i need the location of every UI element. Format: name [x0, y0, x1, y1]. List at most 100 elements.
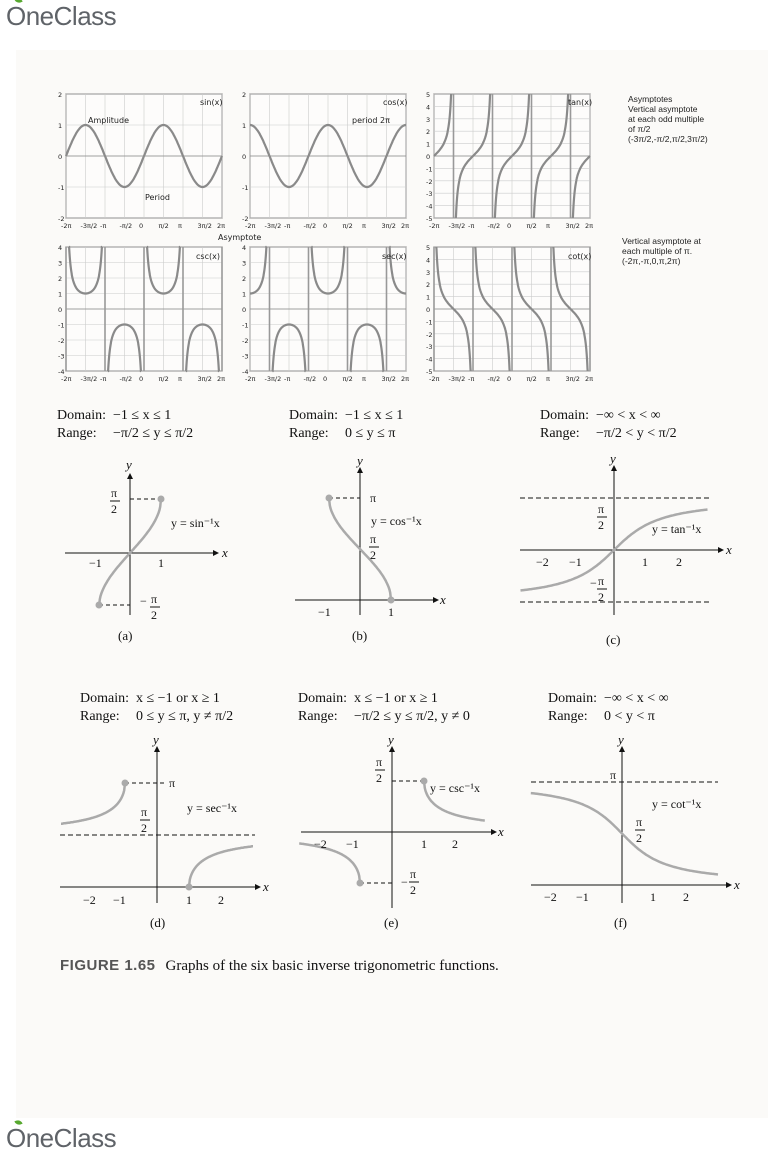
svg-text:π: π [370, 532, 376, 546]
tick-label: π [546, 222, 550, 230]
svg-text:1: 1 [186, 893, 192, 907]
domain-value: −1 ≤ x ≤ 1 [345, 408, 404, 423]
arcsec-curve-left [61, 782, 127, 825]
tick-label: -2π [245, 375, 255, 383]
tick-label: 0 [507, 222, 511, 230]
tick-label: 2π [401, 375, 409, 383]
tick-label: π [362, 222, 366, 230]
svg-text:−1: −1 [346, 837, 359, 851]
svg-text:π: π [598, 502, 604, 516]
svg-text:2: 2 [683, 890, 689, 904]
dr-a: Domain:−1 ≤ x ≤ 1 Range:−π/2 ≤ y ≤ π/2 [57, 407, 193, 443]
tick-label: 0 [139, 375, 143, 383]
tick-label: 2 [426, 281, 430, 289]
svg-text:−: − [401, 875, 408, 889]
tick-label: -3 [426, 190, 432, 198]
tick-label: 0 [242, 306, 246, 314]
range-value: 0 ≤ y ≤ π [345, 426, 396, 441]
range-value: −π/2 < y < π/2 [596, 426, 677, 441]
arcsec-label: y = sec⁻¹x [187, 801, 237, 815]
tick-label: -2π [429, 375, 439, 383]
tick-label: -π [100, 375, 106, 383]
tick-label: -2 [58, 337, 64, 345]
svg-text:−1: −1 [576, 890, 589, 904]
tick-label: -3 [426, 343, 432, 351]
tick-label: 3π/2 [382, 222, 396, 230]
scanned-page [16, 50, 768, 1118]
dr-d: Domain:x ≤ −1 or x ≥ 1 Range:0 ≤ y ≤ π, … [80, 690, 233, 726]
caption-f: (f) [614, 915, 627, 930]
caption-a: (a) [118, 628, 133, 643]
svg-text:x: x [439, 592, 446, 607]
cos-label: cos(x) [383, 98, 408, 107]
tick-label: -2 [242, 215, 248, 223]
tick-label: -π/2 [120, 222, 133, 230]
figure-number: FIGURE 1.65 [60, 957, 156, 974]
range-value: 0 < y < π [604, 709, 655, 724]
tick-label: -3π/2 [449, 222, 466, 230]
arccot-curve [530, 791, 719, 876]
tick-label: π/2 [527, 222, 537, 230]
arctan-curve [520, 508, 708, 592]
endpoint-dot [95, 601, 103, 609]
domain-value: −∞ < x < ∞ [596, 408, 661, 423]
svg-text:2: 2 [151, 608, 157, 622]
domain-label: Domain: [289, 408, 338, 423]
svg-text:2: 2 [636, 831, 642, 845]
tick-label: 5 [426, 245, 430, 252]
svg-text:2: 2 [598, 518, 604, 532]
tick-label: -1 [58, 184, 64, 192]
dr-f: Domain:−∞ < x < ∞ Range:0 < y < π [548, 690, 669, 726]
svg-text:π: π [410, 867, 416, 881]
tick-label: -2 [242, 337, 248, 345]
tick-label: π [362, 375, 366, 383]
domain-value: x ≤ −1 or x ≥ 1 [136, 691, 220, 706]
tick-label: π/2 [343, 375, 353, 383]
tick-label: 2π [217, 222, 225, 230]
svg-text:π: π [151, 592, 157, 606]
range-value: −π/2 ≤ y ≤ π/2 [113, 426, 194, 441]
tick-label: 0 [242, 153, 246, 161]
tick-label: π/2 [527, 375, 537, 383]
tick-label: 1 [58, 122, 62, 130]
tick-label: -3 [242, 353, 248, 361]
domain-label: Domain: [298, 691, 347, 706]
domain-label: Domain: [548, 691, 597, 706]
tick-label: π [546, 375, 550, 383]
tick-label: 0 [323, 222, 327, 230]
tick-label: 2π [217, 375, 225, 383]
svg-text:π: π [141, 805, 147, 819]
function-curve [68, 245, 220, 373]
svg-text:1: 1 [642, 555, 648, 569]
tick-label: 3 [426, 269, 430, 277]
caption-b: (b) [352, 628, 368, 643]
range-label: Range: [57, 426, 97, 441]
tan-label: tan(x) [568, 98, 593, 107]
tick-label: -4 [242, 368, 248, 376]
range-label: Range: [540, 426, 580, 441]
tick-label: 0 [323, 375, 327, 383]
tick-label: -π [468, 375, 474, 383]
svg-text:−2: −2 [544, 890, 557, 904]
tick-label: -1 [242, 322, 248, 330]
svg-text:y: y [124, 457, 132, 472]
tick-label: 3 [242, 260, 246, 268]
y-arrow [127, 473, 133, 479]
svg-text:y: y [386, 738, 394, 747]
svg-text:−2: −2 [314, 837, 327, 851]
tick-label: -π [100, 222, 106, 230]
tick-label: 1 [426, 294, 430, 302]
svg-text:1: 1 [388, 605, 394, 619]
svg-text:2: 2 [218, 893, 224, 907]
svg-text:π: π [370, 491, 376, 505]
tick-label: -3π/2 [265, 375, 282, 383]
function-curve [64, 123, 224, 189]
svg-text:2: 2 [370, 548, 376, 562]
tick-label: 0 [426, 306, 430, 314]
tick-label: 0 [58, 306, 62, 314]
